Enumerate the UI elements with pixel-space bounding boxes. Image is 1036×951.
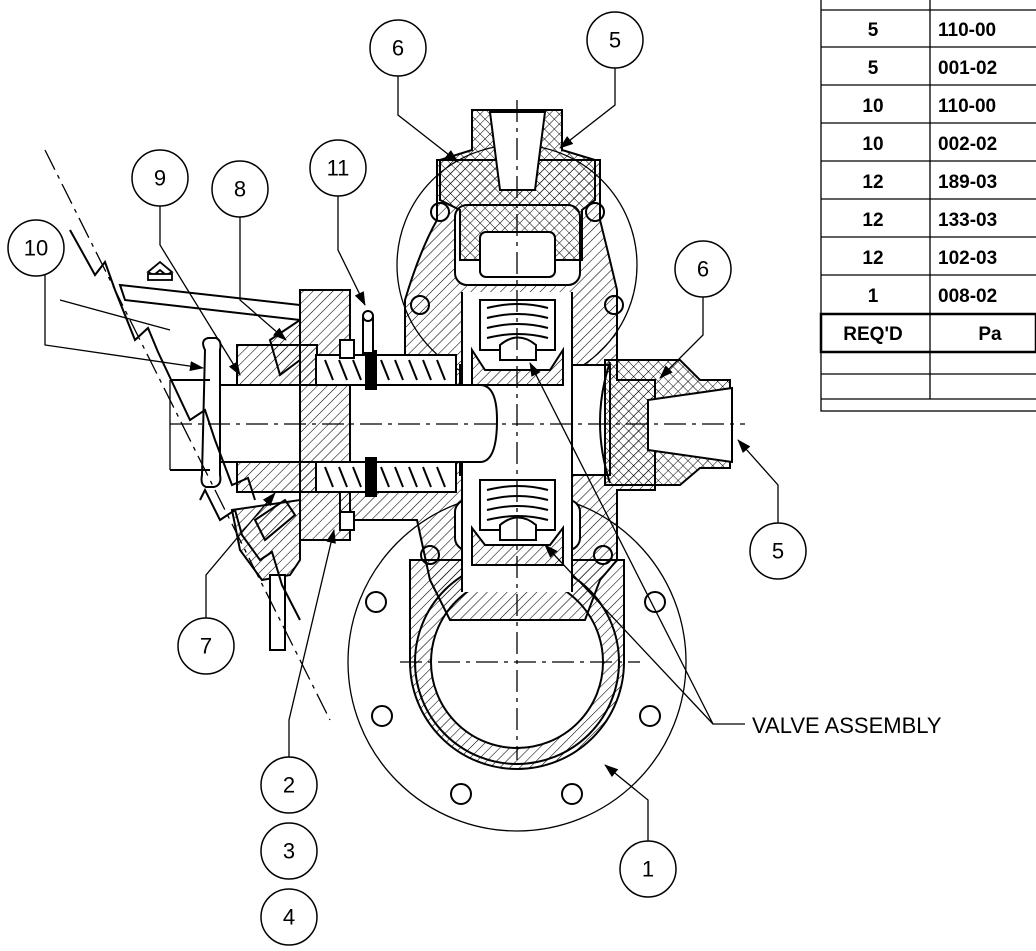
balloon-label: 8	[234, 177, 246, 202]
balloon-label: 6	[697, 257, 709, 282]
balloon-label: 9	[154, 166, 166, 191]
bolt-hole	[450, 783, 472, 805]
balloon-label: 7	[200, 634, 212, 659]
table-header-qty: REQ'D	[843, 324, 902, 345]
right-cap	[599, 359, 733, 486]
table-row-part: 110-00	[938, 20, 996, 41]
valve-assembly-label: VALVE ASSEMBLY	[752, 713, 942, 738]
balloon-label: 1	[642, 857, 654, 882]
balloon-label: 5	[772, 539, 784, 564]
table-row-part: 008-02	[938, 286, 997, 307]
table-row-part: 102-03	[938, 248, 997, 269]
stuffing-box	[236, 289, 457, 541]
balloon	[260, 888, 318, 946]
gland-lower	[236, 461, 318, 493]
lantern-ring-upper	[365, 350, 377, 390]
bolt-hole	[365, 591, 387, 613]
wing-nut	[146, 260, 174, 277]
balloon	[211, 160, 269, 218]
table-row-qty: 5	[868, 58, 879, 79]
frame	[59, 260, 301, 651]
table-row-part: 133-03	[938, 210, 997, 231]
table-row-qty: 5	[868, 20, 879, 41]
balloon-label: 3	[283, 839, 295, 864]
balloon	[674, 240, 732, 298]
balloon	[749, 522, 807, 580]
table-row-part: 189-03	[938, 172, 997, 193]
balloon-label: 6	[392, 36, 404, 61]
bolt-hole	[371, 705, 393, 727]
balloon	[619, 840, 677, 898]
balloon-label: 5	[609, 28, 621, 53]
balloon-label: 4	[283, 905, 295, 930]
table-row-qty: 1	[868, 286, 879, 307]
lantern-ring-lower	[365, 457, 377, 497]
parts-table: 5 110-00 5 001-02 10 110-00 10 002-02 12…	[819, 0, 1036, 412]
table-row-qty: 10	[862, 96, 883, 117]
bolt-hole	[644, 591, 666, 613]
table-row-part: 001-02	[938, 58, 997, 79]
balloon-label: 11	[327, 156, 350, 181]
leader-lines	[44, 65, 779, 845]
balloon	[177, 617, 235, 675]
frame-top-rail	[118, 283, 301, 322]
table-row-qty: 12	[862, 248, 883, 269]
bolt-hole	[561, 783, 583, 805]
table-row-qty: 12	[862, 210, 883, 231]
grease-fitting	[362, 317, 374, 354]
table-header-part: Pa	[978, 324, 1002, 345]
table-row-part: 110-00	[938, 96, 996, 117]
bolt-hole	[639, 705, 661, 727]
plunger-clamp	[200, 337, 222, 488]
balloon	[260, 822, 318, 880]
balloon	[309, 139, 367, 197]
center-lines	[44, 100, 745, 760]
balloon-label: 10	[24, 236, 48, 261]
parts-table-frame	[820, 0, 1036, 412]
balloon	[7, 219, 65, 277]
balloon	[131, 149, 189, 207]
break-lines	[69, 229, 301, 621]
balloon	[369, 19, 427, 77]
gland-nut-lower	[339, 511, 355, 531]
gland-nut-upper	[339, 339, 355, 359]
balloon	[260, 756, 318, 814]
table-row-part: 002-02	[938, 134, 997, 155]
item-balloons: 6 5 9 8 11 10 6 5 7 2 3 4 1	[7, 11, 807, 946]
table-row-qty: 10	[862, 134, 883, 155]
balloon	[586, 11, 644, 69]
table-row-qty: 12	[862, 172, 883, 193]
balloon-label: 2	[283, 773, 295, 798]
lower-valve	[471, 479, 564, 566]
gland-flange	[299, 289, 351, 541]
